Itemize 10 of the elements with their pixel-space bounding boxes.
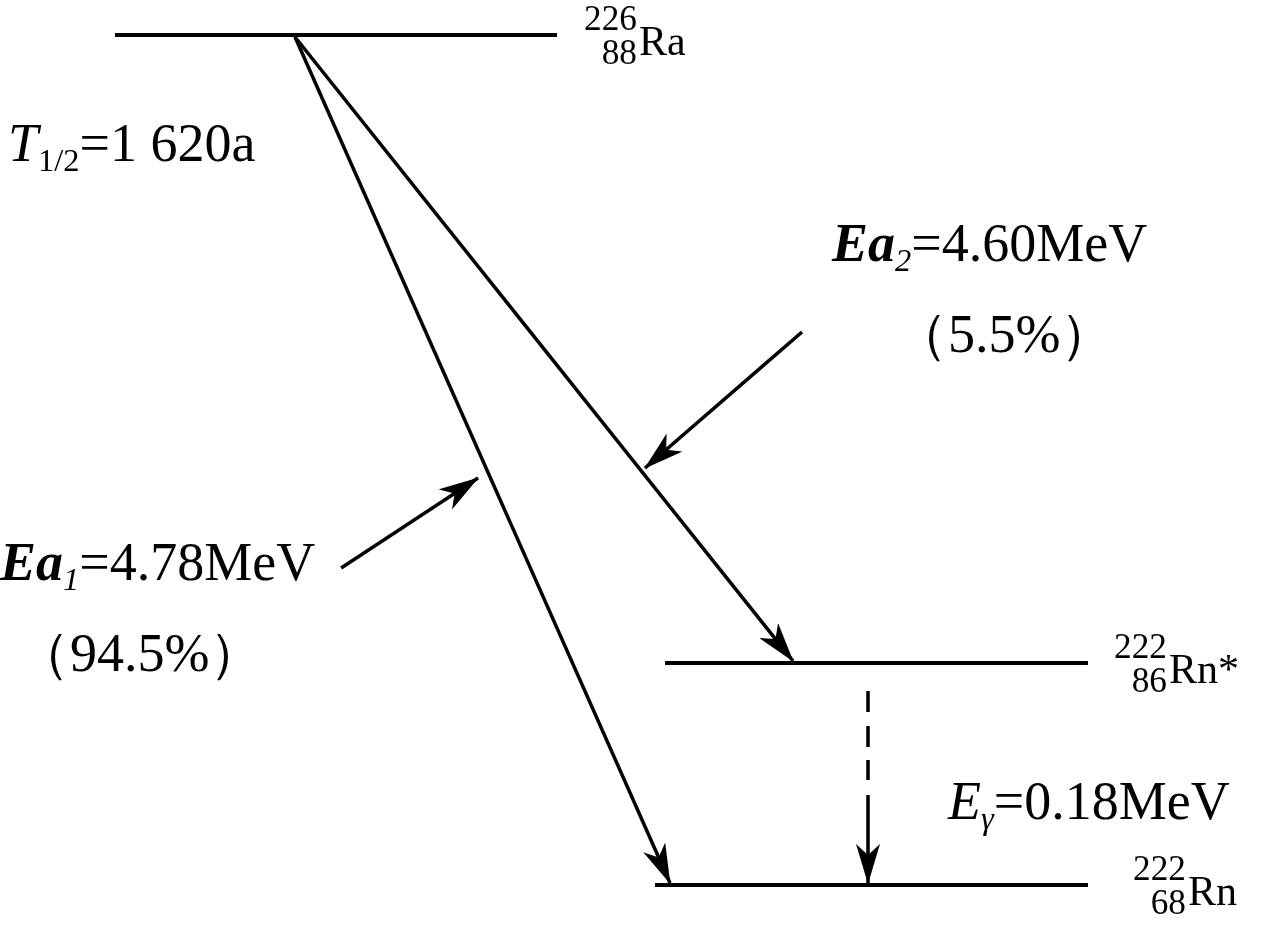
edge-label: E$_{γ}$=0.18MeV: [948, 772, 1230, 839]
energy-label: Ea$_{1}$=4.78MeV: [0, 531, 316, 600]
percentage-label: （94.5%）: [16, 621, 264, 685]
half-life-label: T$_{1/2}$=1 620a: [8, 114, 256, 174]
percentage-label: （5.5%）: [894, 302, 1115, 366]
leader-arrow: [643, 330, 804, 470]
energy-label: Ea$_{2}$=4.60MeV: [832, 212, 1148, 281]
decay-arrow: [293, 36, 672, 884]
leader-arrow: [340, 476, 479, 570]
decay-arrow: [293, 35, 795, 663]
